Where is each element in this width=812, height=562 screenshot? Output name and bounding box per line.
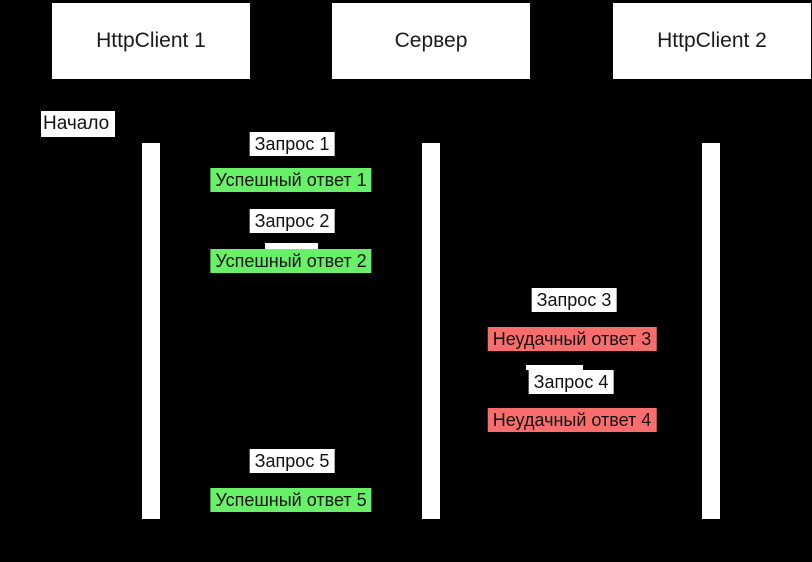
actor-label: HttpClient 1 (96, 29, 206, 52)
start-label: Начало (41, 111, 116, 137)
actor-box-httpclient1: HttpClient 1 (52, 3, 250, 79)
message-success-2: Успешный ответ 2 (210, 249, 372, 273)
actor-label: Сервер (394, 29, 468, 52)
message-request-1: Запрос 1 (249, 132, 335, 156)
message-request-5: Запрос 5 (249, 449, 335, 473)
message-failure-3: Неудачный ответ 3 (487, 327, 657, 351)
message-request-2: Запрос 2 (249, 209, 335, 233)
activation-bar-httpclient1 (142, 143, 160, 519)
actor-label: HttpClient 2 (657, 29, 767, 52)
label-fragment-artifact (265, 243, 318, 251)
activation-bar-httpclient2 (702, 143, 720, 519)
label-fragment-artifact (526, 365, 583, 370)
activation-bar-server (422, 143, 440, 519)
actor-box-httpclient2: HttpClient 2 (613, 3, 811, 79)
message-success-5: Успешный ответ 5 (210, 488, 372, 512)
message-request-3: Запрос 3 (531, 288, 617, 312)
message-success-1: Успешный ответ 1 (210, 168, 372, 192)
message-request-4: Запрос 4 (528, 370, 614, 394)
message-failure-4: Неудачный ответ 4 (487, 408, 657, 432)
actor-box-server: Сервер (332, 3, 530, 79)
